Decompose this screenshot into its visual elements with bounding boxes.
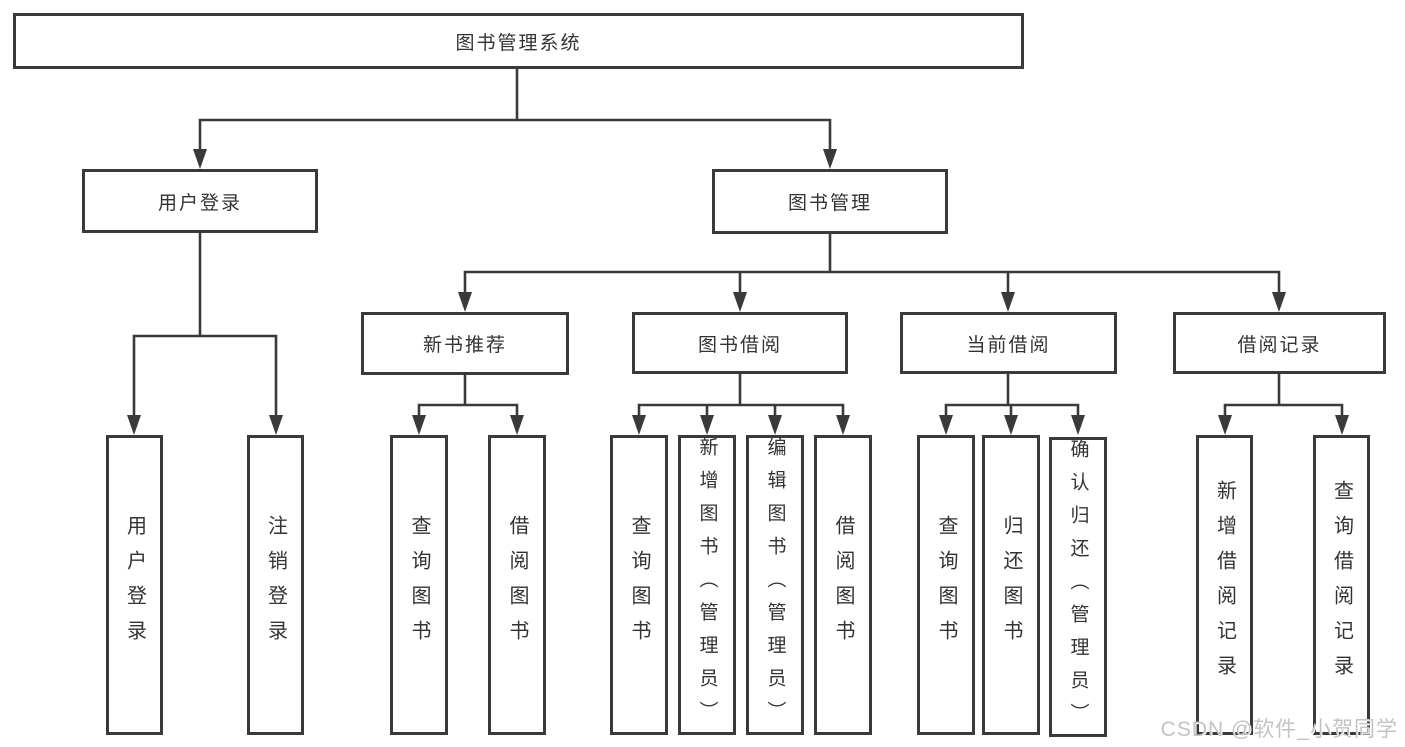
node-current-borrowing-label: 当前借阅 bbox=[966, 334, 1051, 356]
leaf-borrow-borrow-books-label: 借阅图书 bbox=[832, 515, 854, 655]
leaf-borrow-edit-books-admin: 编辑图书（管理员） bbox=[746, 435, 804, 735]
leaf-records-add-record: 新增借阅记录 bbox=[1196, 435, 1253, 735]
leaf-current-confirm-return-admin-label: 确认归还（管理员） bbox=[1067, 438, 1089, 736]
node-new-book-recommend-label: 新书推荐 bbox=[422, 335, 507, 356]
leaf-user-login-label: 用户登录 bbox=[123, 515, 146, 655]
leaf-current-query-books: 查询图书 bbox=[917, 435, 975, 735]
leaf-current-confirm-return-admin: 确认归还（管理员） bbox=[1049, 437, 1107, 737]
node-library-system-label: 图书管理系统 bbox=[455, 32, 582, 54]
leaf-newbook-query-books-label: 查询图书 bbox=[408, 515, 430, 655]
node-library-system: 图书管理系统 bbox=[13, 13, 1024, 69]
node-book-borrowing: 图书借阅 bbox=[632, 312, 848, 374]
watermark: CSDN @软件_小贺同学 bbox=[1160, 718, 1398, 741]
node-new-book-recommend: 新书推荐 bbox=[361, 312, 569, 375]
leaf-newbook-borrow-books-label: 借阅图书 bbox=[506, 515, 528, 655]
leaf-newbook-borrow-books: 借阅图书 bbox=[488, 435, 546, 735]
node-book-management-label: 图书管理 bbox=[787, 193, 872, 214]
leaf-borrow-borrow-books: 借阅图书 bbox=[814, 435, 872, 735]
leaf-records-add-record-label: 新增借阅记录 bbox=[1213, 480, 1236, 690]
node-current-borrowing: 当前借阅 bbox=[900, 312, 1117, 374]
node-borrowing-records-label: 借阅记录 bbox=[1237, 334, 1322, 356]
leaf-current-return-books-label: 归还图书 bbox=[1000, 515, 1022, 655]
leaf-records-query-record-label: 查询借阅记录 bbox=[1330, 480, 1353, 690]
leaf-borrow-query-books-label: 查询图书 bbox=[628, 515, 650, 655]
leaf-current-query-books-label: 查询图书 bbox=[935, 515, 957, 655]
leaf-newbook-query-books: 查询图书 bbox=[390, 435, 448, 735]
node-borrowing-records: 借阅记录 bbox=[1173, 312, 1386, 374]
leaf-user-login: 用户登录 bbox=[106, 435, 163, 735]
leaf-records-query-record: 查询借阅记录 bbox=[1313, 435, 1370, 735]
leaf-logout: 注销登录 bbox=[247, 435, 304, 735]
leaf-current-return-books: 归还图书 bbox=[982, 435, 1040, 735]
leaf-borrow-add-books-admin: 新增图书（管理员） bbox=[678, 435, 736, 735]
leaf-borrow-edit-books-admin-label: 编辑图书（管理员） bbox=[764, 436, 786, 734]
leaf-borrow-add-books-admin-label: 新增图书（管理员） bbox=[696, 436, 718, 734]
leaf-borrow-query-books: 查询图书 bbox=[610, 435, 668, 735]
leaf-logout-label: 注销登录 bbox=[264, 515, 287, 655]
node-user-login: 用户登录 bbox=[82, 169, 318, 233]
node-book-management: 图书管理 bbox=[712, 169, 948, 234]
node-user-login-label: 用户登录 bbox=[157, 192, 242, 214]
node-book-borrowing-label: 图书借阅 bbox=[697, 334, 782, 356]
